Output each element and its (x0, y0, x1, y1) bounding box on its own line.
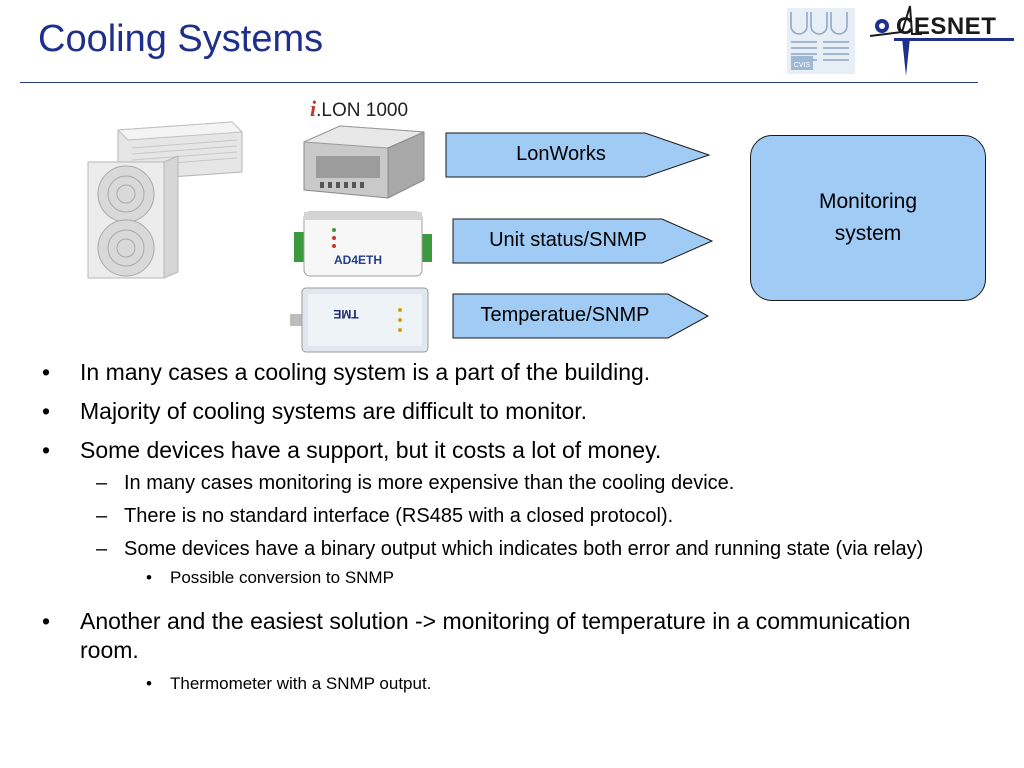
dash-marker: – (96, 538, 108, 560)
ad4eth-label: AD4ETH (334, 253, 382, 267)
monitoring-system-label: Monitoring system (818, 190, 918, 245)
tme-thermometer-image: TME (288, 286, 430, 354)
sub-bullet-item: –Some devices have a binary output which… (0, 537, 984, 561)
bullet-marker: • (42, 437, 51, 463)
sub-bullet-text: There is no standard interface (RS485 wi… (124, 505, 674, 527)
outdoor-cooling-unit-image (82, 118, 250, 282)
bullet-item: • Majority of cooling systems are difficu… (0, 397, 960, 426)
slide-title: Cooling Systems (38, 18, 324, 60)
unit-status-arrow: Unit status/SNMP (452, 218, 714, 264)
lonworks-label: LonWorks (516, 143, 606, 165)
bullet-list: • In many cases a cooling system is a par… (0, 358, 1000, 707)
ilon-label: i.LON 1000 (310, 96, 408, 122)
ilon-model: 1000 (365, 100, 409, 121)
dash-marker: – (96, 505, 108, 527)
cvis-logo: CVIS (787, 8, 855, 74)
sub-sub-bullet-text: Possible conversion to SNMP (170, 568, 394, 587)
bullet-marker: • (42, 359, 51, 385)
cvis-logo-text: CVIS (794, 62, 811, 69)
bullet-text: Some devices have a support, but it cost… (80, 437, 662, 463)
bullet-item: • Some devices have a support, but it cos… (0, 436, 960, 465)
bullet-marker: • (146, 568, 152, 587)
title-divider (20, 82, 978, 83)
bullet-item: • Another and the easiest solution -> mon… (0, 607, 960, 665)
bullet-text: Another and the easiest solution -> moni… (80, 608, 911, 663)
temperature-arrow: Temperatue/SNMP (452, 293, 710, 339)
sub-sub-bullet-text: Thermometer with a SNMP output. (170, 674, 432, 693)
cesnet-logo-text: CESNET (896, 13, 997, 40)
ilon-device-image (300, 122, 428, 202)
ilon-prefix: i (310, 96, 317, 121)
sub-sub-bullet-item: • Thermometer with a SNMP output. (0, 673, 1000, 695)
lonworks-arrow: LonWorks (445, 132, 711, 178)
ilon-name: .LON (316, 100, 361, 121)
temperature-label: Temperatue/SNMP (480, 304, 650, 326)
tme-label: TME (333, 307, 358, 321)
sub-bullet-text: Some devices have a binary output which … (124, 538, 924, 560)
sub-bullet-item: –In many cases monitoring is more expens… (0, 471, 984, 495)
bullet-marker: • (146, 674, 152, 693)
monitoring-system-box: Monitoring system (750, 135, 986, 301)
sub-sub-bullet-item: • Possible conversion to SNMP (0, 567, 1000, 589)
dash-marker: – (96, 472, 108, 494)
bullet-marker: • (42, 398, 51, 424)
cesnet-logo (862, 4, 1018, 78)
bullet-text: In many cases a cooling system is a part… (80, 359, 651, 385)
ad4eth-device-image: AD4ETH (290, 208, 436, 280)
unit-status-label: Unit status/SNMP (489, 229, 647, 251)
sub-bullet-text: In many cases monitoring is more expensi… (124, 472, 735, 494)
bullet-marker: • (42, 608, 51, 634)
sub-bullet-item: –There is no standard interface (RS485 w… (0, 504, 984, 528)
bullet-text: Majority of cooling systems are difficul… (80, 398, 588, 424)
bullet-item: • In many cases a cooling system is a par… (0, 358, 960, 387)
